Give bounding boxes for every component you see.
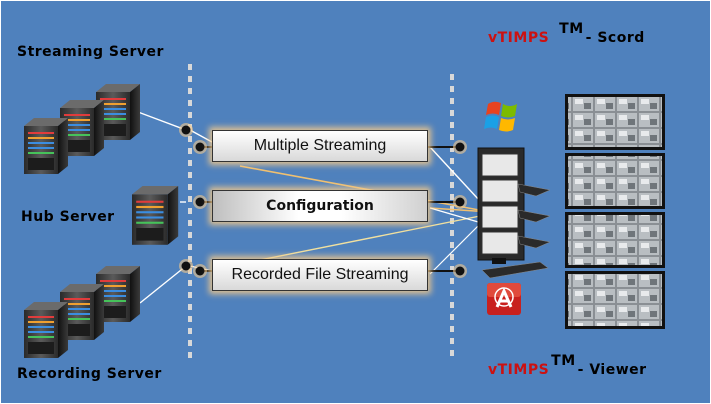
recording-server-label: Recording Server: [17, 366, 162, 382]
connector-dot: [453, 195, 467, 209]
brand-suffix: - Scord: [585, 30, 645, 46]
video-grid-thumbnail: [565, 212, 665, 268]
connector-dot: [193, 195, 207, 209]
video-grid-thumbnail: [565, 153, 665, 209]
multiple-streaming-box: Multiple Streaming: [212, 130, 428, 162]
recorded-file-streaming-box: Recorded File Streaming: [212, 259, 428, 291]
video-grid-thumbnail: [565, 94, 665, 150]
streaming-server-label: Streaming Server: [17, 44, 164, 60]
brand-name: vTIMPS: [488, 362, 550, 378]
windows-logo-icon: [484, 101, 517, 132]
hub-server-label: Hub Server: [21, 209, 115, 225]
connector-dot: [453, 140, 467, 154]
video-grid-thumbnail: [565, 271, 665, 329]
brand-name: vTIMPS: [488, 30, 550, 46]
trademark-mark: TM: [559, 21, 584, 37]
brand-scord-title: vTIMPS TM- Scord: [488, 21, 645, 46]
server-rack-icon: [132, 186, 179, 245]
connector-dot: [453, 264, 467, 278]
configuration-box: Configuration: [212, 190, 428, 222]
brand-viewer-title: vTIMPSTM- Viewer: [488, 353, 647, 378]
connector-dot: [193, 264, 207, 278]
connector-dot: [193, 140, 207, 154]
filing-cabinet-icon: [477, 147, 551, 279]
connector-dot: [179, 123, 193, 137]
adobe-air-icon: [487, 283, 521, 315]
connector-dot: [179, 259, 193, 273]
trademark-mark: TM: [551, 353, 576, 369]
brand-suffix: - Viewer: [577, 362, 647, 378]
